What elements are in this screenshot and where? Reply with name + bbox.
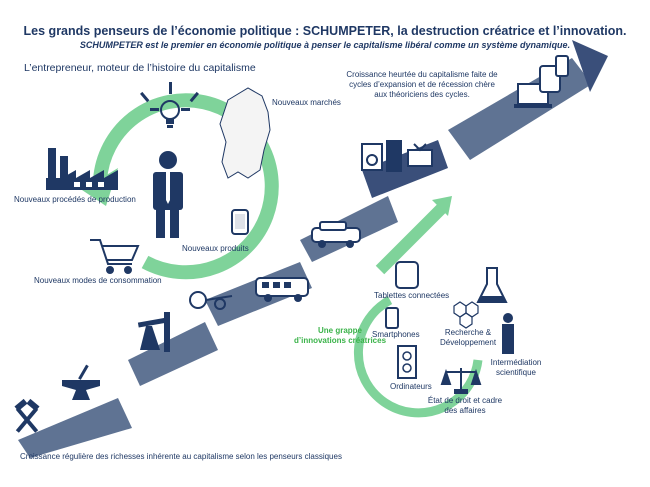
flask-icon [476,267,508,303]
label-intermediation: Intermédiation scientifique [480,358,552,378]
steam-engine-icon [189,291,233,310]
anvil-icon [62,364,100,400]
smartphone-icon [555,55,569,77]
appliances-icon [361,140,402,172]
scientist-icon [502,313,514,354]
tv-icon [407,143,433,167]
scales-icon [440,368,482,394]
cycles-text: Croissance heurtée du capitalisme faite … [342,70,502,100]
map-icon [219,87,271,179]
label-consumption: Nouveaux modes de consommation [34,276,162,285]
label-smartphones: Smartphones [372,330,420,339]
cluster-heading-line-1: Une grappe [317,326,362,335]
factory-icon [46,148,118,190]
bus-icon [255,277,309,302]
growth-band-2 [128,322,218,386]
cycles-text-line-3: aux théoriciens des cycles. [374,90,470,99]
computer-tower-icon [397,345,417,379]
smartphone-icon [231,209,249,235]
label-production: Nouveaux procédés de production [14,195,136,204]
classical-caption: Croissance régulière des richesses inhér… [20,452,342,461]
cycles-text-line-2: cycles d’expansion et de récession chère [349,80,495,89]
label-tablets: Tablettes connectées [374,291,450,300]
label-rd: Recherche & Développement [440,328,496,348]
lightbulb-icon [140,82,199,128]
cluster-heading-line-2: d’innovations créatrices [293,336,387,345]
tablet-icon [395,261,419,289]
businessman-icon [153,151,183,238]
crossed-hammers-icon [14,398,40,433]
label-intermediation-line-1: Intermédiation [490,358,542,367]
car-icon [311,221,361,248]
oil-pump-icon [137,312,170,352]
page-title: Les grands penseurs de l’économie politi… [23,24,627,38]
label-markets: Nouveaux marchés [272,98,341,107]
entrepreneur-heading: L’entrepreneur, moteur de l’histoire du … [24,62,256,74]
cycles-text-line-1: Croissance heurtée du capitalisme faite … [346,70,498,79]
innovation-lead-head [432,196,452,216]
innovation-lead-arrow [375,200,450,275]
smartphone-icon [385,307,399,329]
page-subtitle: SCHUMPETER est le premier en économie po… [79,40,571,50]
label-intermediation-line-2: scientifique [495,368,537,377]
shopping-cart-icon [90,239,140,274]
growth-arrowhead [572,40,608,92]
label-rd-line-2: Développement [440,338,497,347]
label-rule-of-law-line-1: État de droit et cadre [427,396,503,405]
cluster-heading: Une grappe d’innovations créatrices [292,326,388,346]
label-products: Nouveaux produits [182,244,249,253]
label-rd-line-1: Recherche & [444,328,492,337]
label-rule-of-law-line-2: des affaires [444,406,486,415]
hexagon-network-icon [453,301,479,329]
label-rule-of-law: État de droit et cadre des affaires [426,396,504,416]
growth-band-1 [18,398,132,458]
label-computers: Ordinateurs [390,382,432,391]
